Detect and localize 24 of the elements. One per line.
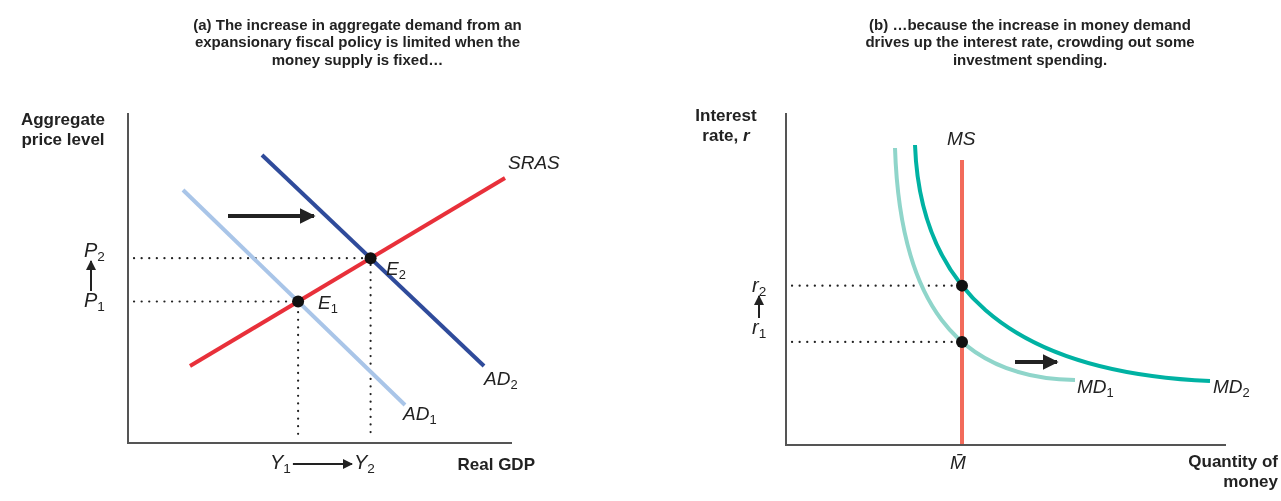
curve-label: M̄	[950, 452, 966, 474]
panel-title: (b) …because the increase in money demand drives up the interest rate, crowding out some investment spending.	[864, 16, 1196, 68]
arrow	[86, 260, 96, 292]
curve-label: AD$_{1}$	[403, 403, 437, 425]
axis-value-label: P$_{1}$	[84, 290, 105, 310]
axis-value-label: Y$_{1}$	[270, 452, 291, 472]
axis-label: Interest rate, r	[694, 106, 758, 146]
curve-label: E$_{2}$	[386, 258, 406, 280]
panel-title: (a) The increase in aggregate demand from an expansionary fiscal policy is limited when the money supply is fixed…	[192, 16, 523, 68]
curve-label: MD$_{1}$	[1077, 376, 1114, 398]
curve-label: AD$_{2}$	[484, 368, 518, 390]
axis-value-label: Y$_{2}$	[354, 452, 375, 472]
curve-label: MD$_{2}$	[1213, 376, 1250, 398]
curve-label: SRAS	[508, 152, 560, 174]
axis-value-label: P$_{2}$	[84, 240, 105, 260]
axis-label: Real GDP	[456, 455, 535, 475]
curve-label: MS	[947, 128, 976, 150]
axis-label: Quantity of money	[1187, 452, 1278, 492]
arrow	[754, 295, 764, 319]
axis-value-label: r$_{2}$	[752, 275, 767, 295]
curve-label: E$_{1}$	[318, 292, 338, 314]
arrow	[291, 459, 353, 469]
axis-value-label: r$_{1}$	[752, 317, 767, 337]
axis-label: Aggregate price level	[19, 110, 107, 150]
